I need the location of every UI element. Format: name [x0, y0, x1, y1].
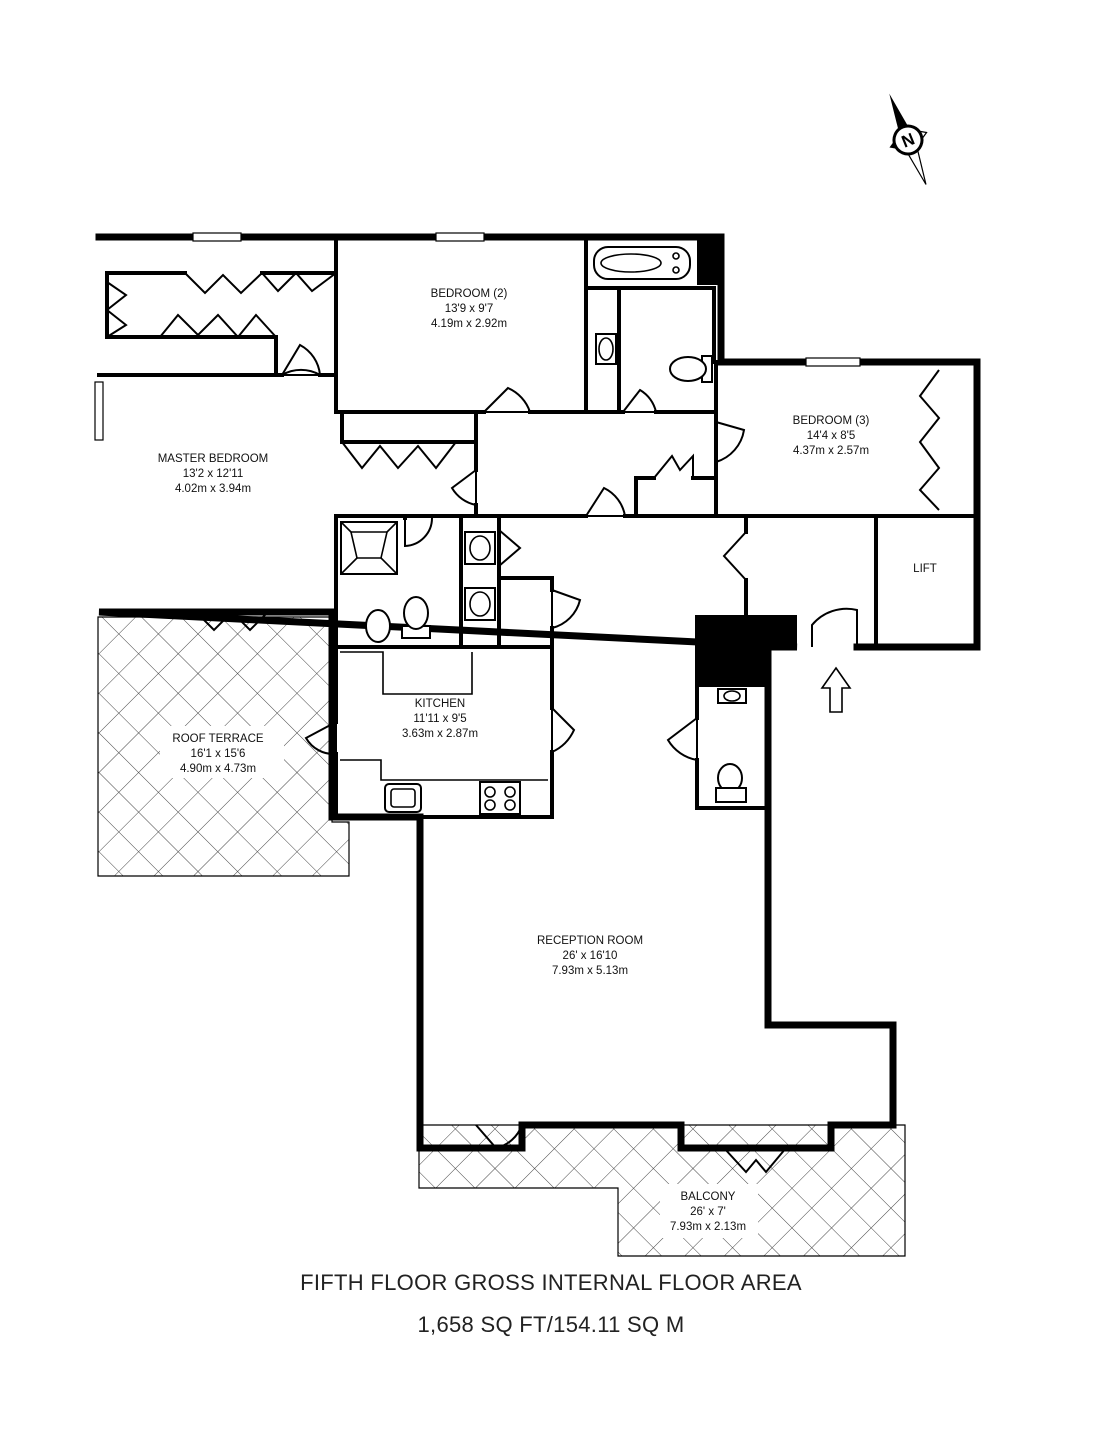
- room-dim-imperial: 14'4 x 8'5: [807, 430, 856, 442]
- ensuite-fixtures: [340, 521, 496, 643]
- room-label-lift: LIFT: [913, 563, 937, 575]
- room-dim-imperial: 26' x 7': [690, 1206, 726, 1218]
- room-label-kitchen: KITCHEN 11'11 x 9'5 3.63m x 2.87m: [402, 698, 478, 740]
- bidet-icon: [365, 609, 391, 643]
- wc-fixtures: [715, 688, 747, 803]
- room-dim-metric: 3.63m x 2.87m: [402, 728, 478, 740]
- interior-walls: [97, 238, 979, 819]
- swing-doors: [195, 343, 858, 1174]
- wardrobe-doors: [105, 271, 941, 581]
- room-dim-metric: 4.37m x 2.57m: [793, 445, 869, 457]
- room-name: BALCONY: [681, 1191, 736, 1203]
- bathtub-icon: [593, 246, 691, 280]
- kitchen-fixtures: [340, 651, 548, 815]
- room-label-bedroom3: BEDROOM (3) 14'4 x 8'5 4.37m x 2.57m: [793, 415, 870, 457]
- room-label-master: MASTER BEDROOM 13'2 x 12'11 4.02m x 3.94…: [158, 453, 269, 495]
- room-name: MASTER BEDROOM: [158, 453, 269, 465]
- room-label-balcony: BALCONY 26' x 7' 7.93m x 2.13m: [670, 1191, 746, 1233]
- floor-area-title: FIFTH FLOOR GROSS INTERNAL FLOOR AREA: [300, 1270, 802, 1295]
- room-dim-imperial: 16'1 x 15'6: [191, 748, 246, 760]
- room-dim-metric: 7.93m x 2.13m: [670, 1221, 746, 1233]
- window-top-left: [192, 232, 242, 242]
- floor-area-value: 1,658 SQ FT/154.11 SQ M: [417, 1312, 685, 1337]
- window-bedroom3: [805, 357, 861, 367]
- room-label-terrace: ROOF TERRACE 16'1 x 15'6 4.90m x 4.73m: [172, 733, 263, 775]
- room-label-reception: RECEPTION ROOM 26' x 16'10 7.93m x 5.13m: [537, 935, 643, 977]
- room-dim-imperial: 11'11 x 9'5: [413, 713, 466, 725]
- room-name: KITCHEN: [415, 698, 465, 710]
- room-dim-metric: 7.93m x 5.13m: [552, 965, 628, 977]
- riser-top-right: [697, 237, 721, 285]
- room-dim-imperial: 13'9 x 9'7: [445, 303, 494, 315]
- roof-terrace-label-bg: [160, 726, 284, 778]
- room-name: ROOF TERRACE: [172, 733, 263, 745]
- entrance-arrow-icon: [820, 666, 852, 713]
- room-name: BEDROOM (2): [431, 288, 508, 300]
- room-dim-metric: 4.02m x 3.94m: [175, 483, 251, 495]
- bathroom-fixtures: [593, 246, 713, 383]
- compass-icon: N: [889, 93, 928, 185]
- hob-icon: [479, 781, 521, 815]
- room-name: BEDROOM (3): [793, 415, 870, 427]
- riser-column: [695, 615, 768, 687]
- room-label-bedroom2: BEDROOM (2) 13'9 x 9'7 4.19m x 2.92m: [431, 288, 508, 330]
- room-dim-metric: 4.90m x 4.73m: [180, 763, 256, 775]
- room-dim-imperial: 13'2 x 12'11: [183, 468, 243, 480]
- sink-icon: [384, 783, 422, 813]
- room-dim-metric: 4.19m x 2.92m: [431, 318, 507, 330]
- room-name: LIFT: [913, 563, 937, 575]
- room-dim-imperial: 26' x 16'10: [563, 950, 618, 962]
- window-bedroom2: [435, 232, 485, 242]
- window-master: [94, 381, 104, 441]
- room-name: RECEPTION ROOM: [537, 935, 643, 947]
- balcony-label-bg: [660, 1184, 758, 1238]
